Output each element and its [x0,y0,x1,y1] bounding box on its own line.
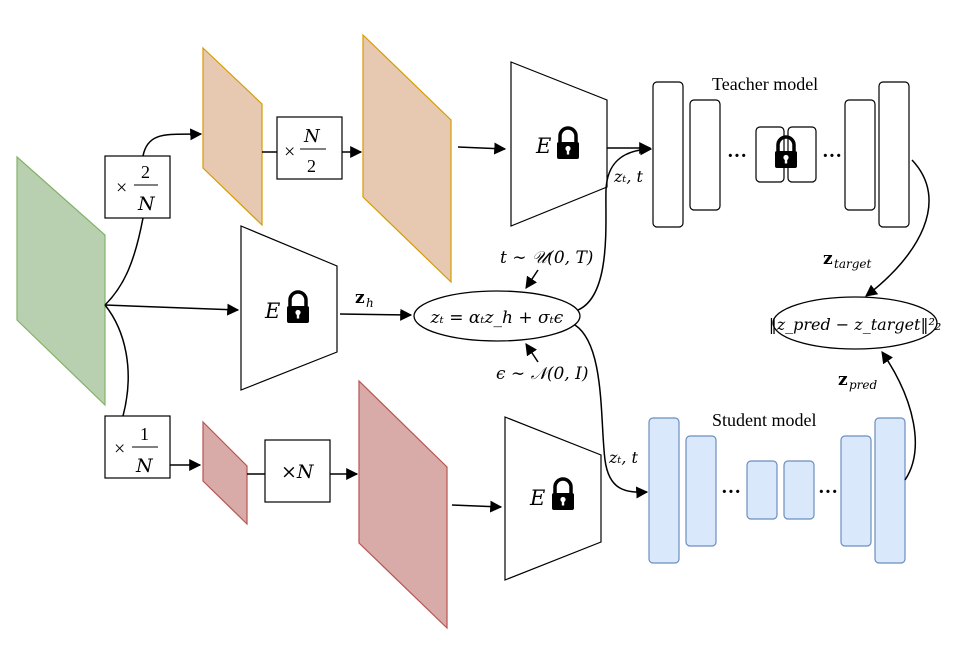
zh-label: z h [355,288,374,310]
encoder-bottom: E [504,416,602,581]
scale-up-box: × 2 N [104,155,171,219]
zt-t-label-bottom: zₜ, t [608,448,639,467]
svg-text:×: × [114,438,125,460]
connectors [104,128,930,513]
teacher-layer [844,99,876,211]
svg-text:E: E [264,299,280,323]
input-image [16,155,106,407]
svg-text:N: N [137,193,156,215]
svg-text:zₜ = αₜz_h + σₜϵ: zₜ = αₜz_h + σₜϵ [430,308,564,328]
svg-text:‖z_pred − z_target‖²₂: ‖z_pred − z_target‖²₂ [769,315,942,334]
noising-node: zₜ = αₜz_h + σₜϵ [413,290,581,342]
upsampled-patch [202,46,263,227]
teacher-layer [652,81,684,228]
svg-text:N: N [135,455,154,477]
loss-node: ‖z_pred − z_target‖²₂ [769,296,942,350]
z-target-label: z target [823,249,871,271]
teacher-title: Teacher model [712,74,818,94]
downsampled-patch [202,420,248,526]
svg-text:×N: ×N [281,461,315,483]
svg-text:target: target [834,257,871,271]
repeat-down-box: ×N [264,439,331,503]
svg-text:pred: pred [849,378,878,392]
svg-text:2: 2 [307,156,316,176]
student-dots: ··· [721,481,741,503]
z-pred-label: z pred [838,370,878,392]
teacher-layer [689,99,721,211]
teacher-layer [878,81,910,228]
teacher-model: Teacher model ··· ··· [652,74,910,228]
lock-icon [773,135,799,170]
student-layer [648,417,680,564]
svg-text:h: h [366,296,374,310]
student-layer [783,460,815,520]
encoder-middle: E [240,225,338,391]
svg-text:×: × [284,141,295,163]
svg-text:2: 2 [141,162,150,182]
upsampled-image [362,33,452,284]
svg-text:N: N [303,126,321,147]
scale-down-box: × 1 N [104,415,171,479]
svg-text:z: z [355,288,365,308]
noise-sample-label: ϵ ∼ 𝒩(0, I) [496,364,588,384]
student-layer [840,435,872,547]
student-title: Student model [712,410,817,430]
downsampled-image [358,379,448,630]
svg-text:z: z [838,370,848,390]
zt-t-label-top: zₜ, t [613,167,644,186]
teacher-dots: ··· [822,145,842,167]
svg-text:E: E [529,486,545,510]
svg-text:E: E [535,134,551,158]
student-model: Student model ··· ··· [648,410,906,564]
svg-text:z: z [823,249,833,269]
student-dots: ··· [818,481,838,503]
encoder-top: E [510,61,608,227]
svg-text:×: × [116,177,127,199]
student-layer [874,417,906,564]
repeat-up-box: × N 2 [276,116,343,180]
student-layer [685,435,717,547]
student-layer [746,460,778,520]
teacher-dots: ··· [727,145,747,167]
t-sample-label: t ∼ 𝒰(0, T) [500,248,593,268]
svg-text:1: 1 [140,424,149,444]
